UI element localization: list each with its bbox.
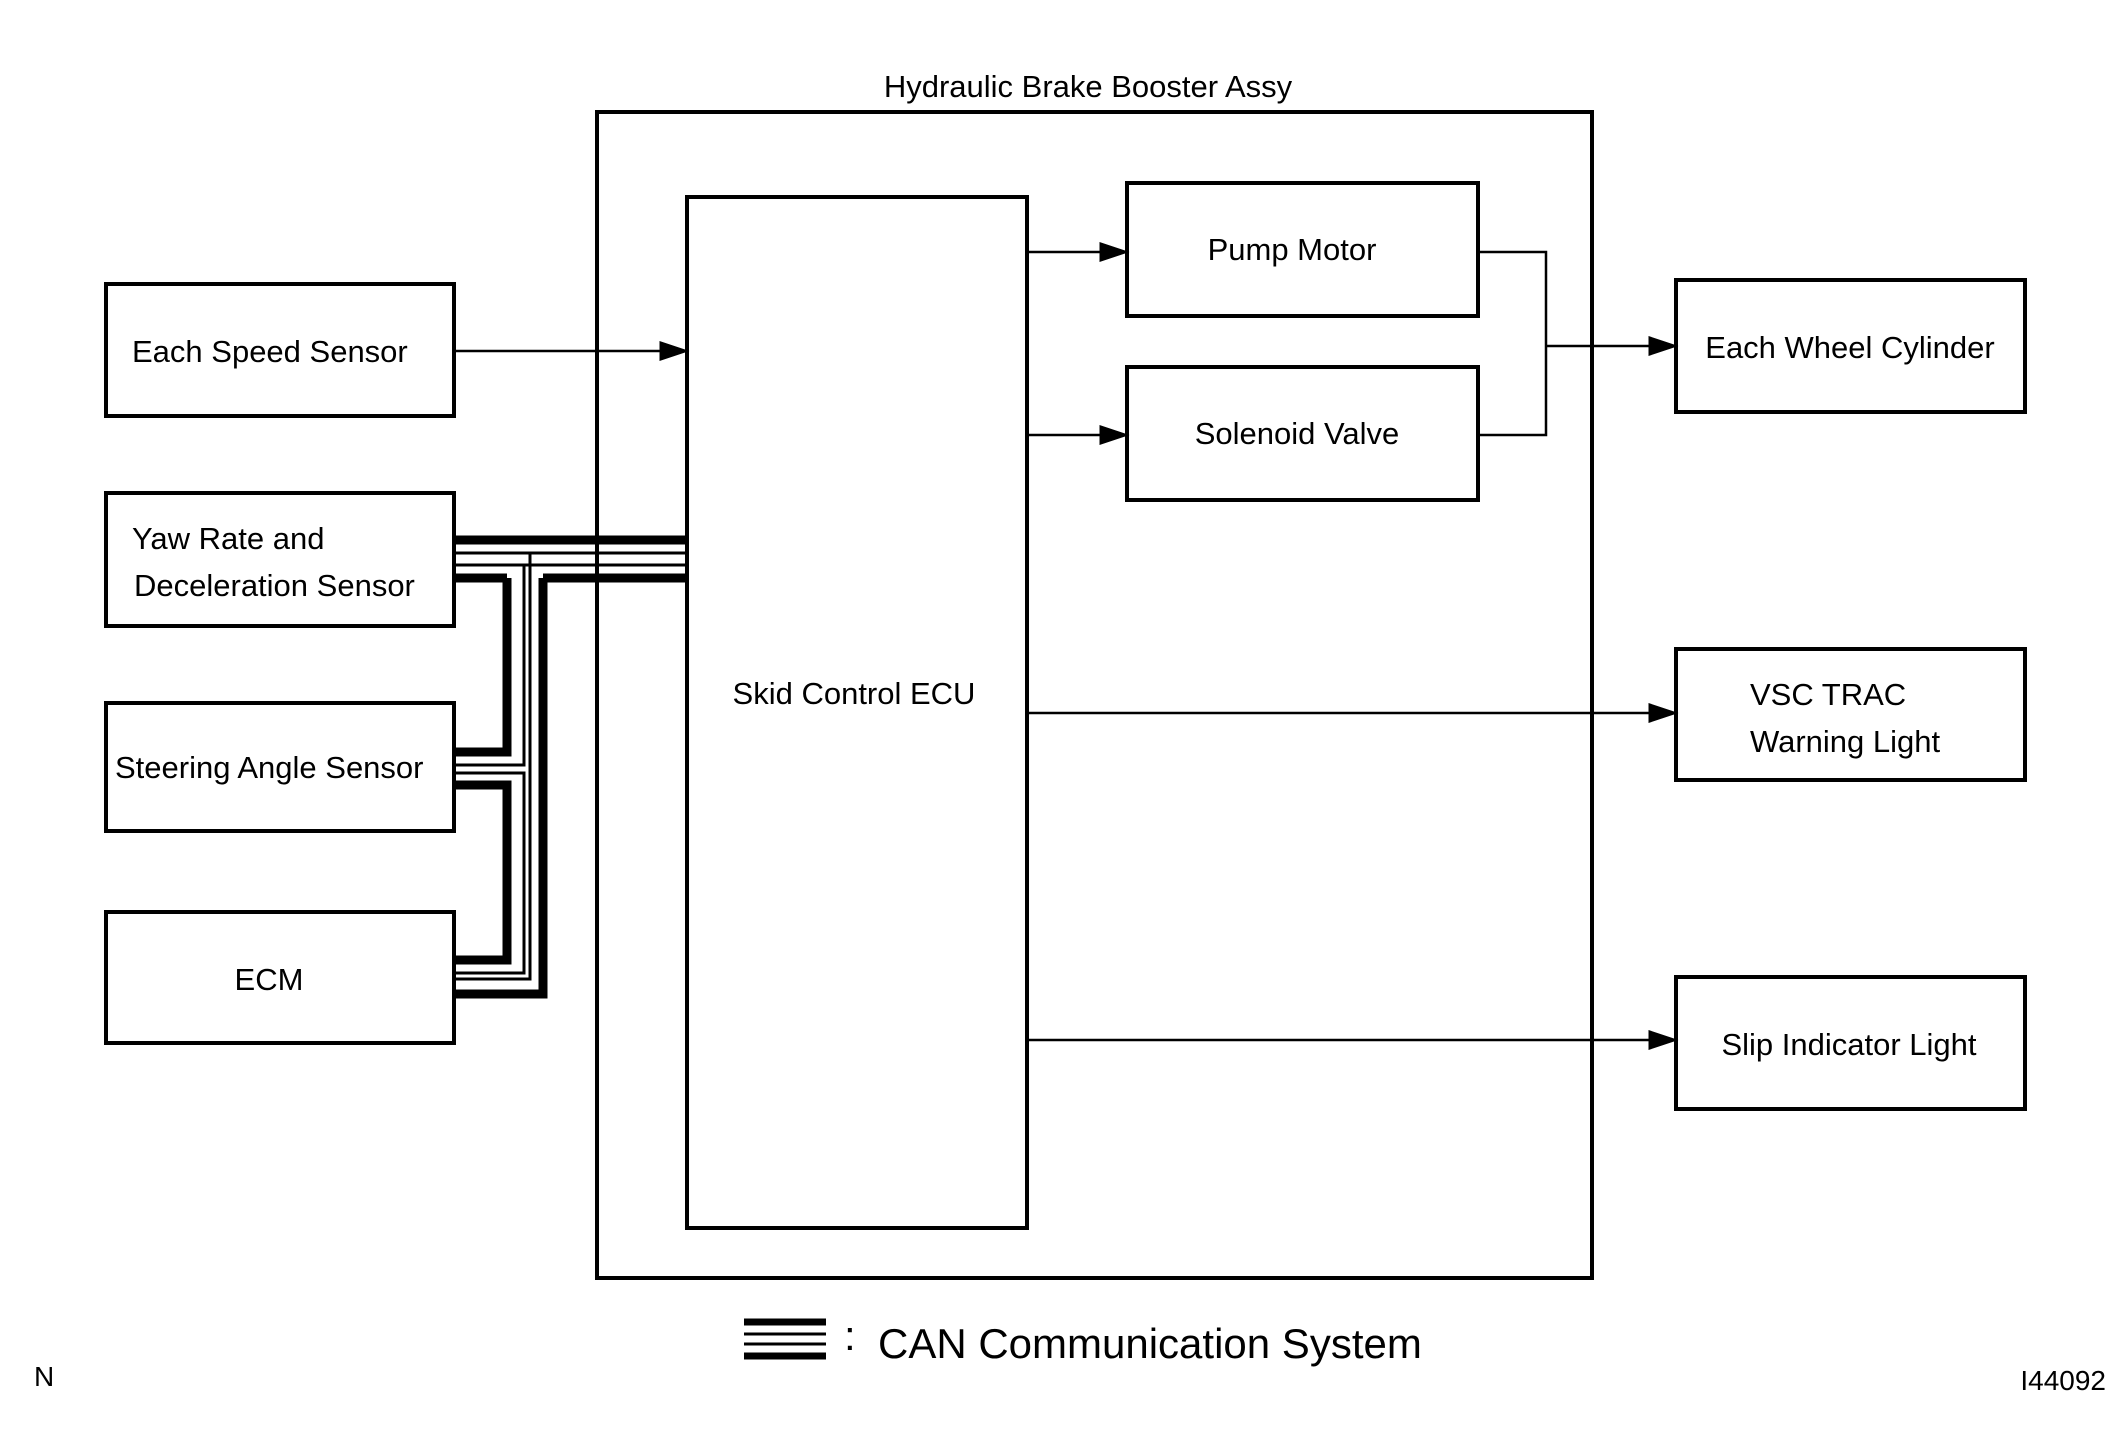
yaw-rate-label-line1: Yaw Rate and (132, 521, 324, 556)
vsc-trac-label-line2: Warning Light (1750, 724, 1941, 759)
steering-angle-sensor-box (104, 701, 456, 833)
ecm-label: ECM (235, 962, 304, 997)
solenoid-valve-label: Solenoid Valve (1195, 416, 1400, 451)
pump-motor-label: Pump Motor (1208, 232, 1377, 267)
each-speed-sensor-label: Each Speed Sensor (132, 334, 408, 369)
can-legend-label: CAN Communication System (878, 1320, 1422, 1367)
figure-id: I44092 (2020, 1365, 2106, 1396)
corner-mark-n: N (34, 1361, 54, 1392)
can-legend-symbol (744, 1318, 826, 1360)
each-wheel-cylinder-label: Each Wheel Cylinder (1705, 330, 1994, 365)
hydraulic-brake-booster-box (595, 110, 1594, 1280)
pump-solenoid-merge-line (1478, 250, 1548, 437)
can-legend-colon: : (844, 1312, 856, 1359)
steering-angle-sensor-label: Steering Angle Sensor (115, 750, 424, 785)
slip-indicator-light-label: Slip Indicator Light (1721, 1027, 1976, 1062)
vsc-trac-label-line1: VSC TRAC (1750, 677, 1906, 712)
skid-control-ecu-label: Skid Control ECU (733, 676, 976, 711)
yaw-rate-label-line2: Deceleration Sensor (134, 568, 415, 603)
can-bus-lines (454, 535, 687, 999)
yaw-rate-sensor-box (104, 491, 456, 628)
vsc-trac-warning-light-box (1674, 647, 2027, 782)
skid-control-ecu-box (685, 195, 1029, 1230)
container-title: Hydraulic Brake Booster Assy (884, 69, 1293, 104)
